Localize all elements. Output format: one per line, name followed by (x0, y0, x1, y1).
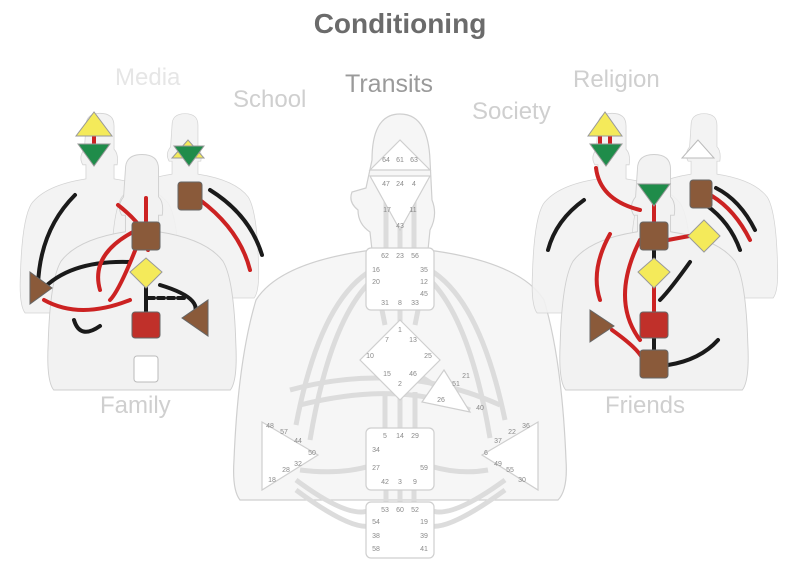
label-school: School (233, 86, 307, 113)
gate-label: 25 (424, 353, 432, 360)
gate-label: 51 (452, 381, 460, 388)
gate-label: 33 (411, 300, 419, 307)
gate-label: 18 (268, 477, 276, 484)
gate-label: 32 (294, 461, 302, 468)
gate-label: 1 (398, 327, 402, 334)
bodygraph-transits: 64 61 63 47 24 4 17 11 43 62 23 56 16 35… (233, 113, 567, 559)
gate-label: 9 (413, 479, 417, 486)
gate-label: 62 (381, 253, 389, 260)
gate-label: 23 (396, 253, 404, 260)
gate-label: 39 (420, 533, 428, 540)
gate-label: 2 (398, 381, 402, 388)
label-religion: Religion (573, 66, 660, 93)
gate-label: 57 (280, 429, 288, 436)
gate-label: 59 (420, 465, 428, 472)
gate-label: 43 (396, 223, 404, 230)
gate-label: 53 (381, 507, 389, 514)
gate-label: 5 (383, 433, 387, 440)
gate-label: 6 (484, 450, 488, 457)
gate-label: 37 (494, 438, 502, 445)
gate-label: 63 (410, 157, 418, 164)
gate-label: 35 (420, 267, 428, 274)
gate-label: 7 (385, 337, 389, 344)
gate-label: 3 (398, 479, 402, 486)
gate-label: 26 (437, 397, 445, 404)
gate-label: 55 (506, 467, 514, 474)
family-channels (36, 118, 264, 334)
gate-label: 17 (383, 207, 391, 214)
gate-label: 34 (372, 447, 380, 454)
gate-label: 29 (411, 433, 419, 440)
gate-label: 40 (476, 405, 484, 412)
gate-label: 54 (372, 519, 380, 526)
gate-label: 42 (381, 479, 389, 486)
gate-label: 12 (420, 279, 428, 286)
gate-label: 30 (518, 477, 526, 484)
gate-label: 60 (396, 507, 404, 514)
family-centers (29, 111, 209, 383)
gate-label: 61 (396, 157, 404, 164)
gate-label: 45 (420, 291, 428, 298)
label-transits: Transits (345, 70, 433, 98)
gate-label: 13 (409, 337, 417, 344)
gate-label: 10 (366, 353, 374, 360)
label-society: Society (472, 98, 551, 125)
label-family: Family (100, 392, 171, 419)
gate-label: 8 (398, 300, 402, 307)
label-friends: Friends (605, 392, 686, 419)
gate-label: 21 (462, 373, 470, 380)
gate-label: 47 (382, 181, 390, 188)
label-media: Media (115, 64, 181, 91)
gate-label: 46 (409, 371, 417, 378)
gate-label: 20 (372, 279, 380, 286)
gate-label: 16 (372, 267, 380, 274)
gate-label: 50 (308, 450, 316, 457)
gate-label: 11 (409, 207, 416, 214)
gate-label: 38 (372, 533, 380, 540)
gate-label: 31 (381, 300, 389, 307)
gate-label: 64 (382, 157, 390, 164)
gate-label: 14 (396, 433, 404, 440)
friends-centers (587, 111, 721, 379)
gate-label: 28 (282, 467, 290, 474)
gate-label: 15 (383, 371, 391, 378)
gate-label: 27 (372, 465, 380, 472)
gate-label: 49 (494, 461, 502, 468)
gate-label: 24 (396, 181, 404, 188)
gate-label: 41 (420, 546, 428, 553)
gate-label: 52 (411, 507, 419, 514)
gate-label: 48 (266, 423, 274, 430)
gate-label: 58 (372, 546, 380, 553)
gate-label: 56 (411, 253, 419, 260)
gate-label: 36 (522, 423, 530, 430)
gate-label: 19 (420, 519, 428, 526)
gate-label: 44 (294, 438, 302, 445)
gate-label: 22 (508, 429, 516, 436)
gate-label: 4 (412, 181, 416, 188)
page-title: Conditioning (313, 8, 487, 39)
